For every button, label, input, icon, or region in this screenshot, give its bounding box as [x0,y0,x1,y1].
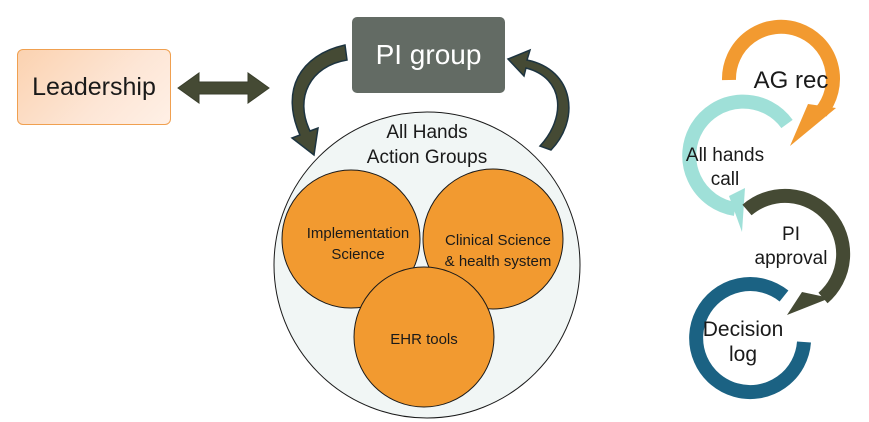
ag-rec-label: AG rec [754,67,829,94]
all-hands-label-line2: call [711,169,740,190]
leadership-box: Leadership [17,49,171,125]
decision-log-label-line2: log [729,343,757,366]
pi-approval-ring-arc [742,188,851,304]
ehr-tools-label: EHR tools [390,331,458,348]
curved-arrow-down-icon [290,44,348,157]
implementation-science-line2: Science [331,246,384,263]
clinical-science-line2: & health system [445,253,552,270]
all-hands-title-line2: Action Groups [367,147,487,168]
ag-rec-ring-arc [721,19,840,117]
pi-group-box: PI group [352,17,505,93]
all-hands-ring-arc [682,94,793,216]
clinical-science-line1: Clinical Science [445,232,551,249]
all-hands-title-line1: All Hands [386,122,467,143]
action-group-implementation-science[interactable] [281,169,421,309]
cycle-step-ag-rec: AG rec [721,19,840,146]
decision-log-ring-arc [689,277,811,400]
double-arrow-icon [177,72,270,104]
pi-approval-arrowhead-icon [787,292,830,315]
pi-approval-label-line2: approval [755,248,828,269]
action-group-clinical-science[interactable] [422,168,564,310]
all-hands-arrowhead-icon [729,188,745,232]
pi-group-label: PI group [375,39,482,70]
implementation-science-line1: Implementation [307,225,410,242]
decision-log-label-line1: Decision [703,318,784,341]
cycle-step-all-hands-call: All hands call [682,94,793,232]
cycle-step-decision-log: Decision log [689,277,811,400]
pi-approval-label-line1: PI [782,224,800,245]
leadership-label: Leadership [32,72,156,101]
cycle-step-pi-approval: PI approval [742,188,851,315]
all-hands-label-line1: All hands [686,145,764,166]
action-group-ehr-tools[interactable] [353,266,495,408]
ag-rec-arrowhead-icon [790,104,836,146]
curved-arrow-up-icon [506,48,570,151]
